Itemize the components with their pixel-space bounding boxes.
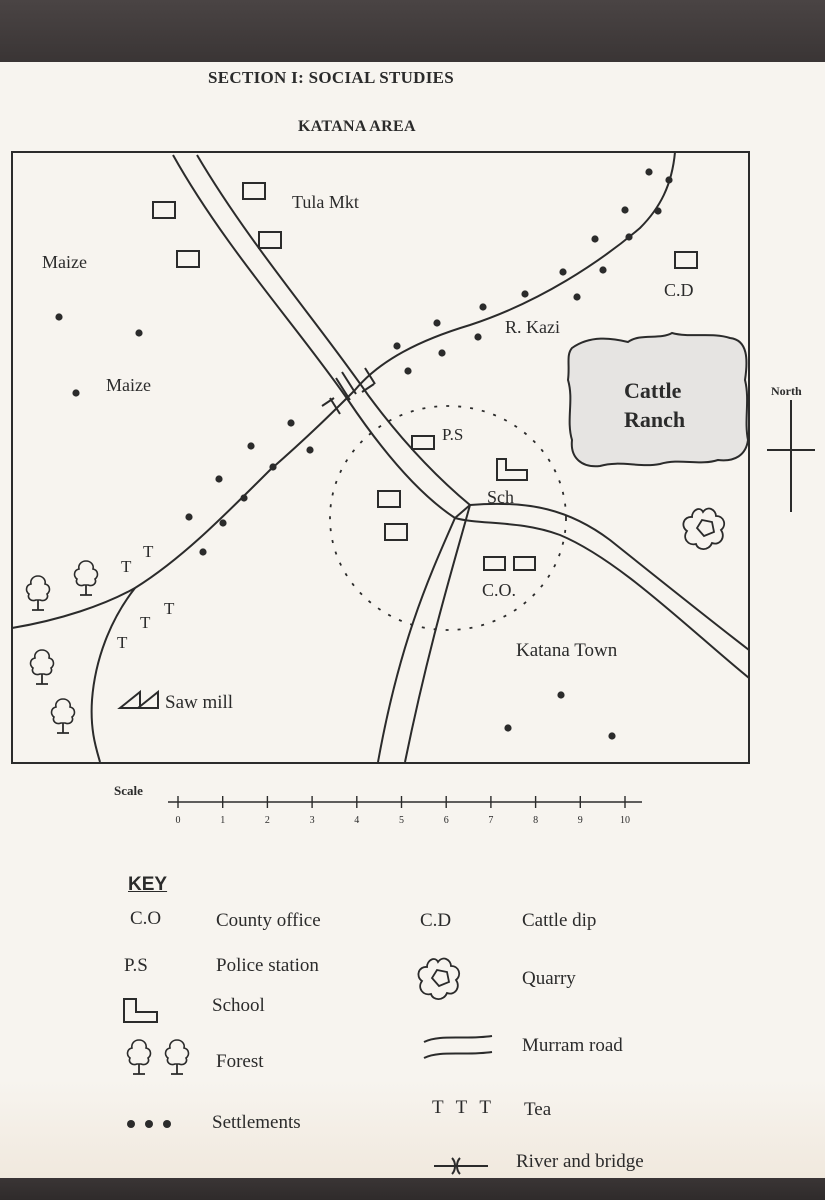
- county-office-buildings: [483, 556, 536, 571]
- key-cattle-dip-abbr: C.D: [420, 910, 452, 931]
- key-tea-label: Tea: [524, 1099, 552, 1120]
- key-county-office-label: County office: [216, 910, 321, 931]
- north-label: North: [771, 384, 802, 398]
- katana-town-label: Katana Town: [516, 640, 618, 661]
- saw-mill-symbol: [117, 689, 159, 709]
- key-river-bridge-icon: [434, 1157, 488, 1175]
- maize-label-2: Maize: [106, 375, 151, 395]
- key-school-icon: [123, 998, 158, 1023]
- map-title: KATANA AREA: [298, 118, 416, 135]
- saw-mill-label: Saw mill: [165, 692, 233, 713]
- key-murram-road-label: Murram road: [522, 1035, 623, 1056]
- key-river-bridge-label: River and bridge: [516, 1151, 644, 1172]
- county-office-label: C.O.: [482, 580, 516, 600]
- maize-label-1: Maize: [42, 252, 87, 272]
- tea-symbols: T T T T T: [117, 542, 175, 652]
- scale-tick-label: 0: [176, 815, 181, 826]
- cattle-ranch-label-2: Ranch: [624, 407, 685, 432]
- scale-tick-label: 5: [399, 815, 404, 826]
- key-settlements-icon: [127, 1120, 171, 1128]
- quarry-symbol: [682, 507, 726, 551]
- scale-tick-label: 2: [265, 815, 270, 826]
- key-murram-road-icon: [423, 1035, 493, 1059]
- scale-tick-label: 7: [488, 815, 493, 826]
- key-quarry-label: Quarry: [522, 968, 576, 989]
- key-police-station-label: Police station: [216, 955, 319, 976]
- scale-tick-label: 9: [578, 815, 583, 826]
- forest-trees: [25, 560, 99, 734]
- bottom-paper-shade: [0, 1080, 825, 1178]
- scale-tick-label: 1: [220, 815, 225, 826]
- map-frame: [11, 151, 750, 764]
- key-settlements-label: Settlements: [212, 1112, 301, 1133]
- key-cattle-dip-label: Cattle dip: [522, 910, 597, 931]
- river-kazi-label: R. Kazi: [505, 317, 560, 337]
- cattle-ranch-label-1: Cattle: [624, 378, 682, 403]
- scale-bar: 0 1 2 3 4 5 6 7 8 9 10: [168, 796, 642, 826]
- tula-mkt-label: Tula Mkt: [292, 192, 359, 212]
- scale-title: Scale: [114, 783, 143, 798]
- north-arrow: [767, 400, 815, 512]
- tea-symbol: T: [121, 557, 132, 576]
- scale-tick-label: 3: [310, 815, 315, 826]
- cattle-dip-label: C.D: [664, 280, 694, 300]
- settlement-dots: [55, 168, 673, 740]
- scale-tick-label: 10: [620, 815, 630, 826]
- police-station-label: P.S: [442, 425, 463, 444]
- key-police-station-abbr: P.S: [124, 955, 148, 976]
- key-tea-symbol: T T T: [432, 1097, 495, 1118]
- tea-symbol: T: [164, 599, 175, 618]
- murram-road: [172, 154, 750, 763]
- cattle-ranch-area: [566, 331, 750, 468]
- town-boundary: [329, 405, 567, 631]
- key-forest-label: Forest: [216, 1051, 264, 1072]
- key-forest-icon: [126, 1039, 190, 1075]
- scale-tick-label: 6: [444, 815, 449, 826]
- school-label: Sch: [487, 487, 514, 507]
- school-symbol: [496, 458, 528, 481]
- tea-symbol: T: [117, 633, 128, 652]
- key-title: KEY: [128, 874, 168, 895]
- bridge: [321, 367, 376, 415]
- key-school-label: School: [212, 995, 265, 1016]
- tea-symbol: T: [140, 613, 151, 632]
- top-dark-band: [0, 0, 825, 62]
- key-county-office-abbr: C.O: [130, 908, 162, 929]
- scale-tick-label: 4: [354, 815, 359, 826]
- key-quarry-icon: [417, 957, 461, 1001]
- police-station-building: [411, 435, 435, 450]
- bottom-dark-band: [0, 1178, 825, 1200]
- tea-symbol: T: [143, 542, 154, 561]
- section-title: SECTION I: SOCIAL STUDIES: [208, 68, 455, 87]
- scale-tick-label: 8: [533, 815, 538, 826]
